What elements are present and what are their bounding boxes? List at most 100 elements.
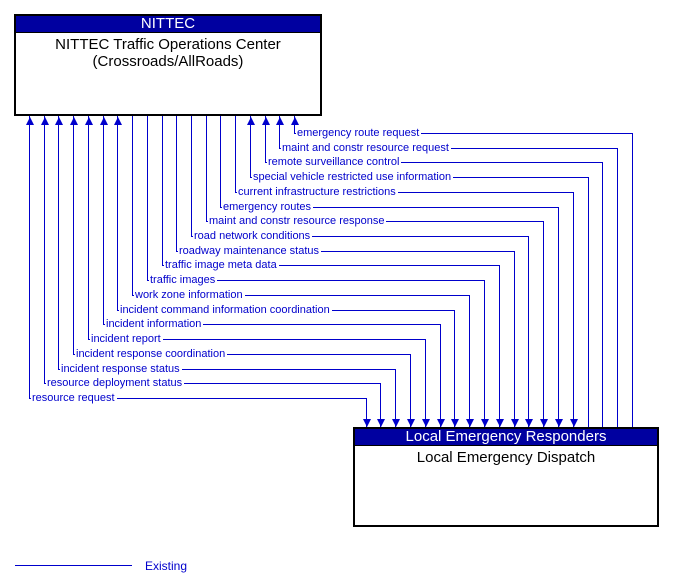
flow-line-segment [88, 116, 89, 340]
flow-line-segment [29, 398, 367, 399]
flow-line-segment [29, 116, 30, 399]
flow-line-segment [528, 236, 529, 427]
flow-line-segment [279, 116, 280, 149]
flow-line-segment [454, 310, 455, 427]
flow-arrowhead-up-icon [291, 117, 299, 125]
flow-line-segment [162, 116, 163, 266]
nittec-box: NITTEC NITTEC Traffic Operations Center … [14, 14, 322, 116]
local-emergency-responders-box: Local Emergency Responders Local Emergen… [353, 427, 659, 527]
flow-arrowhead-up-icon [247, 117, 255, 125]
flow-line-segment [206, 116, 207, 222]
flow-line-segment [73, 116, 74, 355]
flow-arrowhead-up-icon [276, 117, 284, 125]
flow-arrowhead-down-icon [422, 419, 430, 427]
flow-line-segment [588, 177, 589, 427]
flow-arrowhead-down-icon [377, 419, 385, 427]
local-emergency-responders-box-header: Local Emergency Responders [355, 429, 657, 446]
flow-line-segment [573, 192, 574, 427]
flow-line-segment [235, 192, 574, 193]
flow-label: incident report [90, 333, 163, 345]
flow-line-segment [250, 116, 251, 178]
flow-label: maint and constr resource request [281, 142, 451, 154]
flow-label: emergency routes [222, 201, 314, 213]
flow-line-segment [543, 221, 544, 427]
flow-line-segment [425, 339, 426, 427]
flow-arrowhead-down-icon [466, 419, 474, 427]
flow-label: traffic image meta data [164, 259, 279, 271]
nittec-box-title-line2: (Crossroads/AllRoads) [92, 53, 244, 70]
flow-label: resource request [31, 392, 117, 404]
flow-line-segment [191, 116, 192, 237]
flow-line-segment [88, 339, 426, 340]
local-emergency-responders-box-body: Local Emergency Dispatch [355, 446, 657, 466]
flow-arrowhead-down-icon [407, 419, 415, 427]
flow-label: incident command information coordinatio… [119, 304, 332, 316]
flow-line-segment [469, 295, 470, 427]
flow-label: maint and constr resource response [208, 215, 387, 227]
flow-label: special vehicle restricted use informati… [252, 171, 454, 183]
flow-line-segment [410, 354, 411, 427]
flow-arrowhead-down-icon [496, 419, 504, 427]
flow-arrowhead-up-icon [85, 117, 93, 125]
flow-arrowhead-down-icon [540, 419, 548, 427]
flow-line-segment [58, 369, 396, 370]
flow-line-segment [514, 251, 515, 427]
flow-label: roadway maintenance status [178, 245, 322, 257]
flow-line-segment [440, 324, 441, 427]
flow-label: emergency route request [296, 127, 422, 139]
local-emergency-dispatch-label: Local Emergency Dispatch [416, 449, 596, 466]
flow-arrowhead-down-icon [555, 419, 563, 427]
flow-arrowhead-up-icon [55, 117, 63, 125]
flow-line-segment [380, 383, 381, 427]
flow-arrowhead-down-icon [525, 419, 533, 427]
flow-line-segment [632, 133, 633, 427]
flow-label: resource deployment status [46, 377, 185, 389]
flow-label: remote surveillance control [267, 156, 402, 168]
flow-arrowhead-down-icon [363, 419, 371, 427]
legend-existing-label: Existing [145, 559, 188, 573]
flow-arrowhead-down-icon [511, 419, 519, 427]
flow-line-segment [58, 116, 59, 370]
flow-line-segment [73, 354, 411, 355]
flow-line-segment [44, 116, 45, 384]
flow-line-segment [499, 265, 500, 427]
flow-line-segment [265, 116, 266, 163]
flow-line-segment [220, 207, 559, 208]
flow-line-segment [395, 369, 396, 427]
flow-line-segment [294, 133, 633, 134]
flow-line-segment [294, 116, 295, 134]
flow-line-segment [265, 162, 603, 163]
flow-line-segment [220, 116, 221, 208]
nittec-box-body: NITTEC Traffic Operations Center (Crossr… [16, 33, 320, 70]
flow-line-segment [117, 116, 118, 311]
flow-arrowhead-down-icon [451, 419, 459, 427]
flow-label: incident response status [60, 363, 182, 375]
flow-arrowhead-up-icon [100, 117, 108, 125]
flow-label: road network conditions [193, 230, 313, 242]
flow-line-segment [235, 116, 236, 193]
flow-line-segment [147, 280, 485, 281]
flow-line-segment [617, 148, 618, 427]
flow-line-segment [162, 265, 500, 266]
flow-arrowhead-up-icon [114, 117, 122, 125]
flow-label: traffic images [149, 274, 218, 286]
flow-line-segment [132, 116, 133, 296]
flow-line-segment [103, 324, 441, 325]
flow-arrowhead-down-icon [437, 419, 445, 427]
flow-line-segment [602, 162, 603, 427]
flow-arrowhead-up-icon [70, 117, 78, 125]
flow-line-segment [484, 280, 485, 427]
flow-label: work zone information [134, 289, 245, 301]
nittec-box-header: NITTEC [16, 16, 320, 33]
flow-label: current infrastructure restrictions [237, 186, 398, 198]
flow-line-segment [366, 398, 367, 427]
flow-line-segment [191, 236, 529, 237]
flow-arrowhead-up-icon [41, 117, 49, 125]
legend-existing-line [15, 565, 132, 566]
nittec-box-title-line1: NITTEC Traffic Operations Center [55, 36, 281, 53]
flow-line-segment [176, 116, 177, 252]
flow-arrowhead-down-icon [481, 419, 489, 427]
flow-line-segment [44, 383, 381, 384]
flow-line-segment [558, 207, 559, 427]
